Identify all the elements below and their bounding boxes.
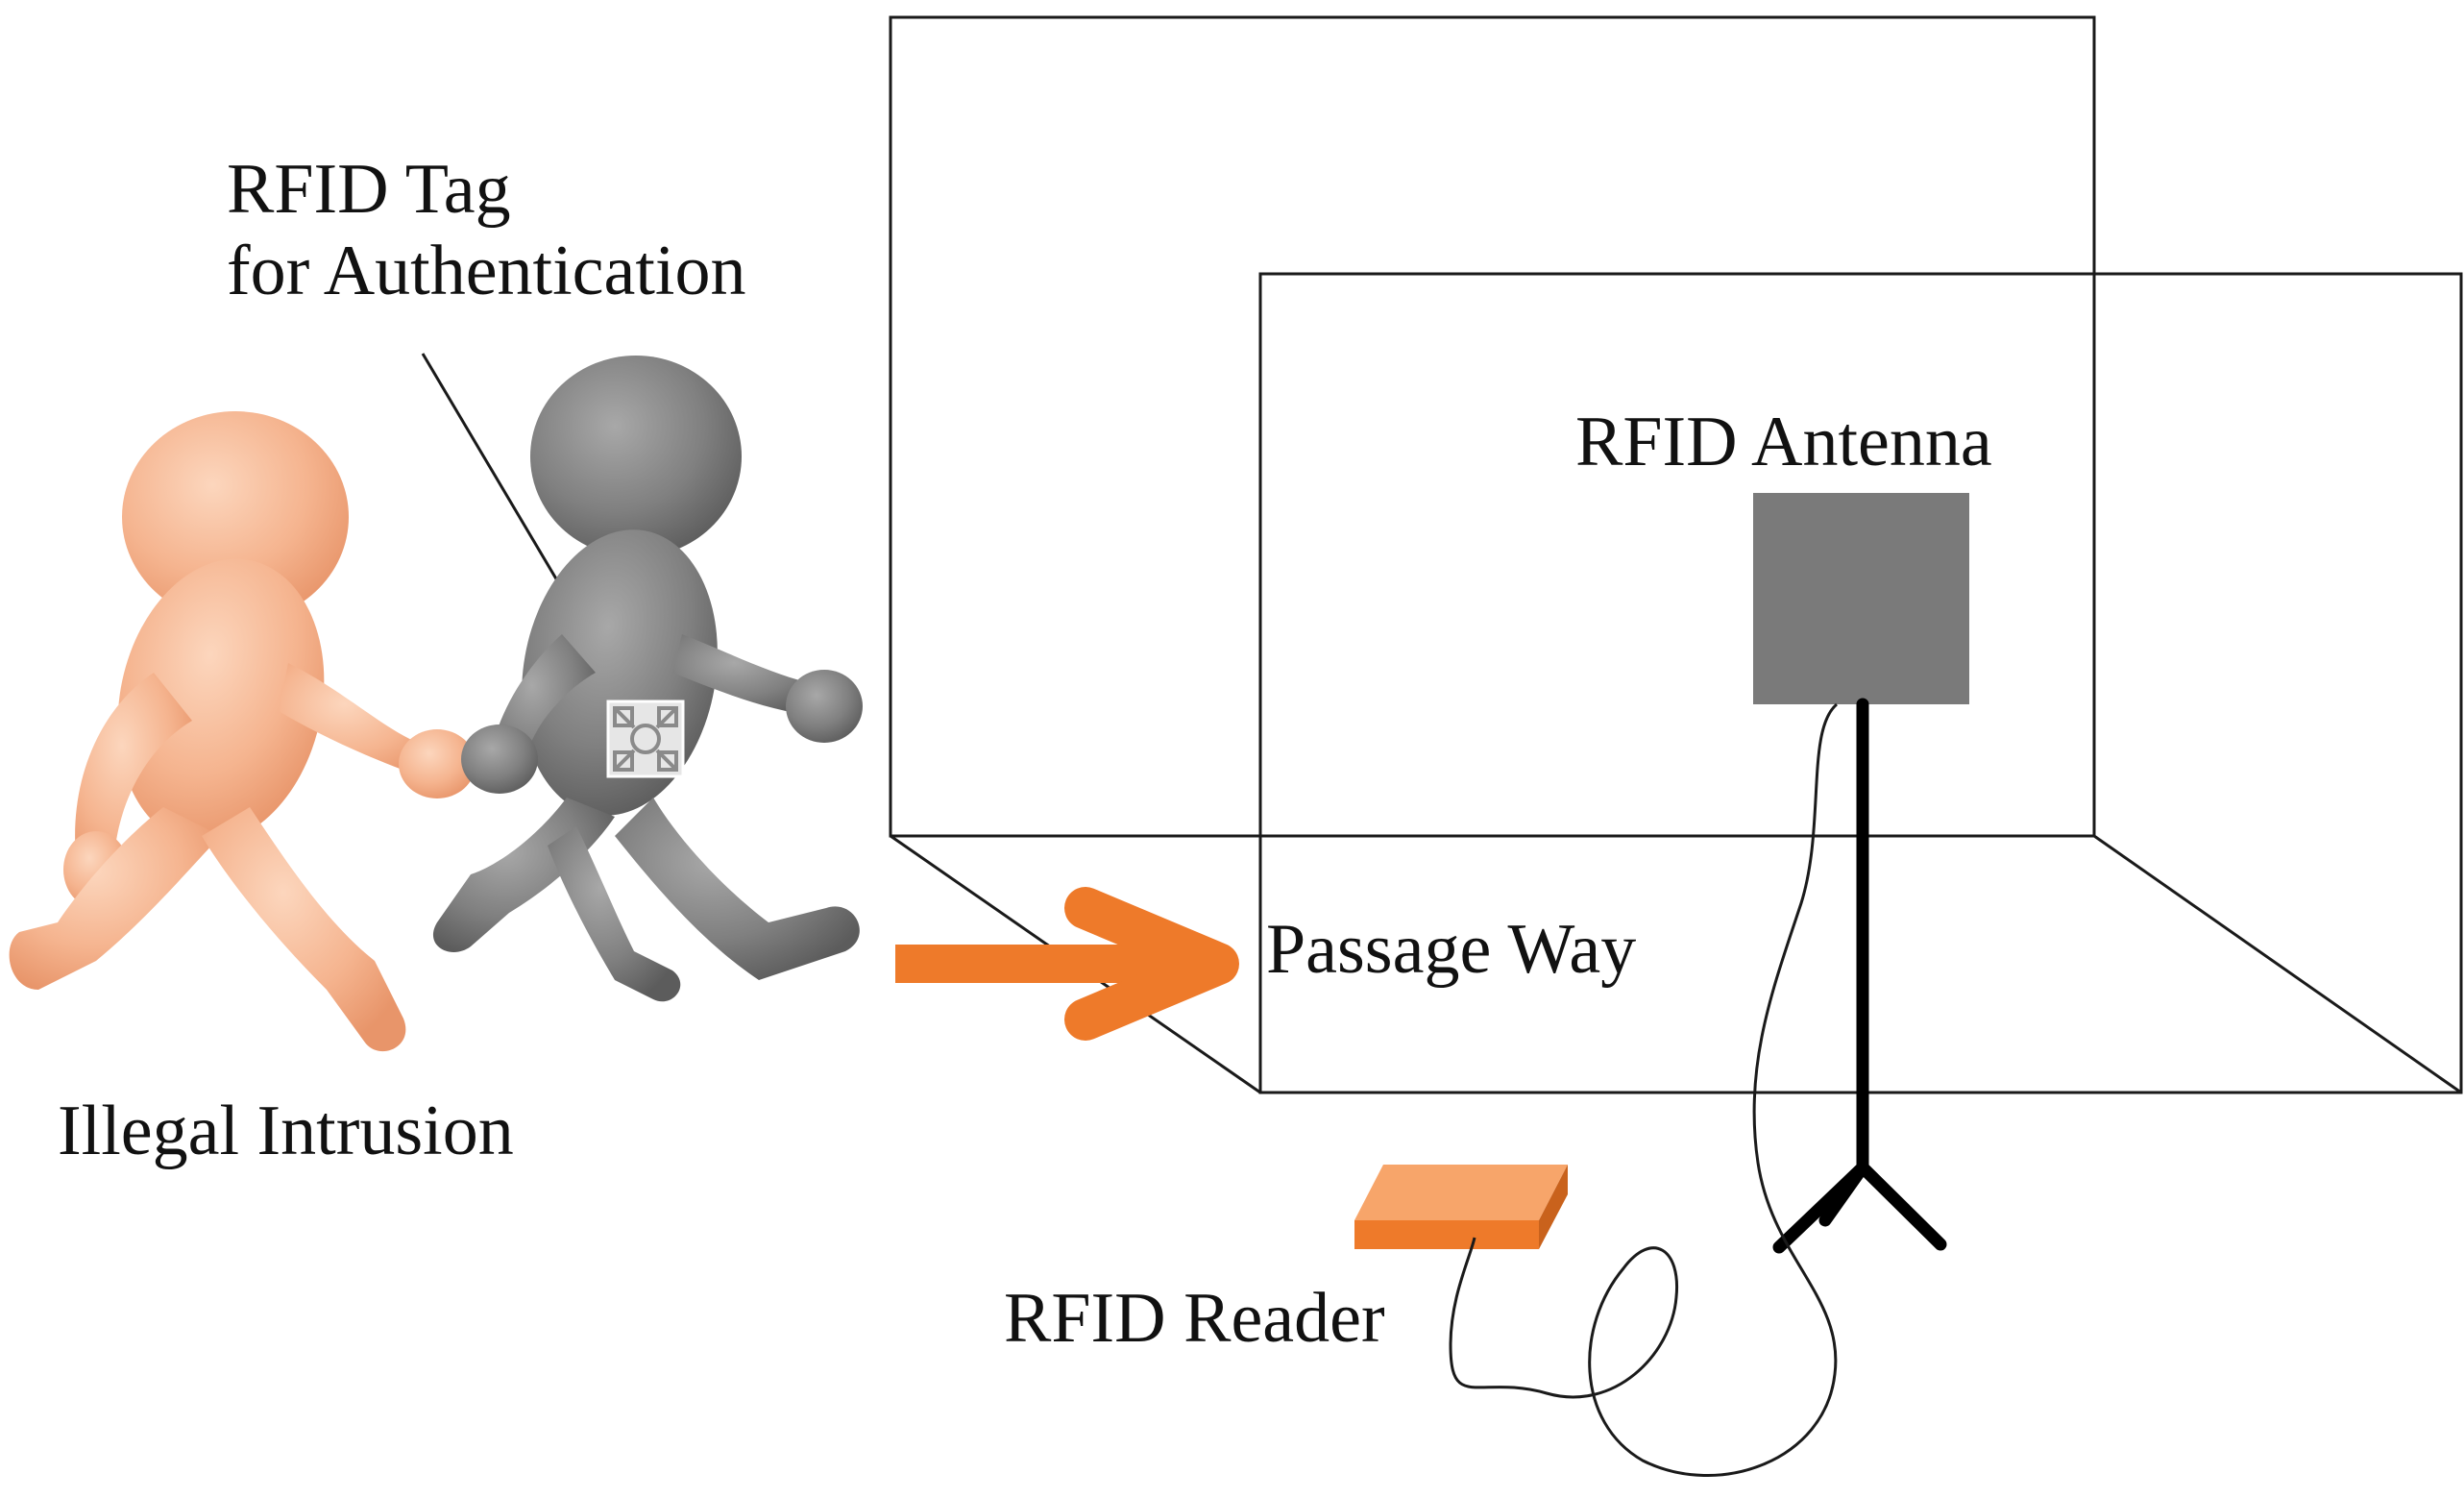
authorized-figure [432,356,863,1002]
rfid-reader-box [1354,1165,1568,1249]
rfid-tag-icon [606,700,685,778]
rfid-tag-label-line2: for Authentication [227,232,746,311]
rfid-tag-label-line1: RFID Tag [227,150,511,229]
rfid-antenna-label: RFID Antenna [1575,403,1992,481]
back-frame [889,15,2096,838]
floor-edge-right [2093,834,2462,1094]
entry-arrow [895,887,1239,1041]
rfid-antenna-panel [1753,493,1969,704]
rfid-reader-label: RFID Reader [1004,1279,1385,1358]
rfid-tag-label: RFID Tag for Authentication [227,149,745,312]
antenna-stand [1772,698,1947,1254]
intruder-figure [9,411,476,1052]
passage-way-label: Passage Way [1266,910,1637,989]
antenna-cable [1449,702,1839,1477]
illegal-intrusion-label: Illegal Intrusion [58,1092,514,1170]
